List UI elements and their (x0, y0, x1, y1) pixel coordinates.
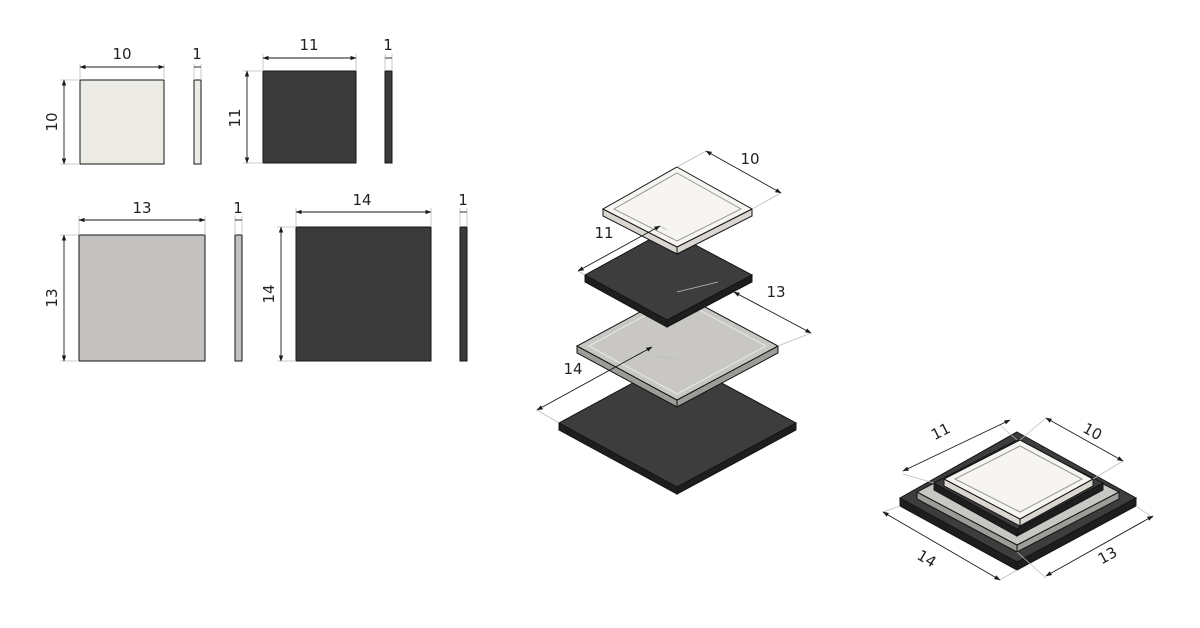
plate-13-side-face (234, 234, 243, 362)
exploded-14-label: 14 (563, 360, 582, 378)
ortho-plate-11: 11 11 (226, 36, 357, 164)
dim-p13-thickness: 1 (233, 199, 243, 235)
plate-14-front-face (295, 226, 432, 362)
exploded-10-label: 10 (740, 150, 759, 168)
ortho-plate-10: 10 10 (43, 45, 165, 165)
dim-p13-height: 13 (43, 234, 79, 362)
p10-height-label: 10 (43, 112, 61, 131)
ortho-plate-14: 14 14 (260, 191, 432, 362)
stacked-view: 11 10 14 13 (882, 417, 1154, 581)
ortho-plate-14-side: 1 (458, 191, 468, 362)
dim-p14-height: 14 (260, 226, 296, 362)
plate-14-side-face (459, 226, 468, 362)
dim-p11-height: 11 (226, 70, 263, 164)
dim-p14-width: 14 (295, 191, 432, 227)
plate-11-side-face (384, 70, 393, 164)
p13-height-label: 13 (43, 288, 61, 307)
dim-exploded-14: 14 (536, 346, 678, 424)
stacked-11-label: 11 (928, 419, 953, 444)
ortho-plate-10-side: 1 (192, 45, 202, 165)
p13-thickness-label: 1 (233, 199, 243, 217)
dim-p11-width: 11 (262, 36, 357, 71)
ortho-plate-13: 13 13 (43, 199, 206, 362)
stacked-14-label: 14 (914, 546, 940, 571)
ortho-plate-11-side: 1 (383, 36, 393, 164)
dim-exploded-11: 11 (577, 224, 668, 276)
dim-p13-width: 13 (78, 199, 206, 235)
dim-exploded-13: 13 (676, 281, 812, 347)
p14-width-label: 14 (352, 191, 371, 209)
exploded-11-label: 11 (594, 224, 613, 242)
p14-thickness-label: 1 (458, 191, 468, 209)
p14-height-label: 14 (260, 284, 278, 303)
exploded-13-label: 13 (766, 283, 785, 301)
p10-width-label: 10 (112, 45, 131, 63)
dim-p14-thickness: 1 (458, 191, 468, 227)
p10-thickness-label: 1 (192, 45, 202, 63)
plate-11-front-face (262, 70, 357, 164)
ortho-plate-13-side: 1 (233, 199, 243, 362)
ortho-views: 10 10 1 (43, 36, 468, 362)
exploded-plate-10 (601, 166, 754, 255)
dim-p10-width: 10 (79, 45, 165, 80)
dim-exploded-10: 10 (676, 150, 782, 210)
p11-height-label: 11 (226, 108, 244, 127)
p13-width-label: 13 (132, 199, 151, 217)
plate-13-front-face (78, 234, 206, 362)
dim-p10-height: 10 (43, 79, 80, 165)
exploded-view: 10 11 13 14 (536, 150, 812, 495)
plate-10-front-face (79, 79, 165, 165)
p11-thickness-label: 1 (383, 36, 393, 54)
dim-p10-thickness: 1 (192, 45, 202, 80)
stacked-10-label: 10 (1080, 419, 1105, 444)
plate-10-side-face (193, 79, 202, 165)
p11-width-label: 11 (299, 36, 318, 54)
dim-p11-thickness: 1 (383, 36, 393, 71)
exploded-plate-10-top (601, 166, 754, 248)
